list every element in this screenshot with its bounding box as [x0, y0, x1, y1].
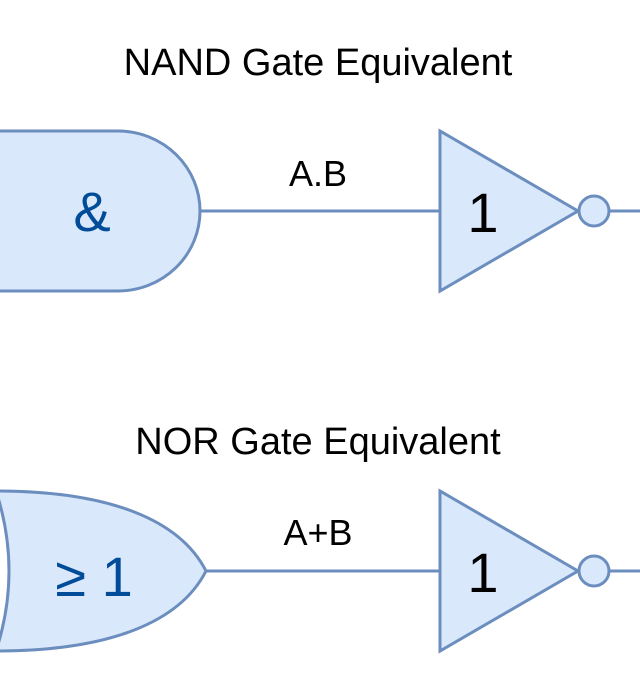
nor-section-title: NOR Gate Equivalent	[135, 421, 501, 463]
nor-equivalent-section: NOR Gate Equivalent ≥ 1 A+B 1	[0, 421, 640, 654]
nor-not-gate-symbol: 1	[467, 541, 498, 604]
or-gate-symbol: ≥ 1	[55, 545, 132, 608]
or-gate-shape	[0, 489, 208, 653]
nand-inversion-bubble	[577, 194, 611, 228]
nand-not-gate-symbol: 1	[467, 181, 498, 244]
nand-equivalent-section: NAND Gate Equivalent & A.B 1	[0, 42, 640, 294]
nand-wire-label: A.B	[289, 153, 347, 194]
nand-not-gate-shape	[438, 128, 581, 294]
nand-section-title: NAND Gate Equivalent	[124, 42, 513, 84]
nor-wire-label: A+B	[283, 512, 352, 553]
and-gate-symbol: &	[73, 180, 110, 243]
nor-not-gate-shape	[438, 488, 581, 654]
nor-inversion-bubble	[577, 554, 611, 588]
